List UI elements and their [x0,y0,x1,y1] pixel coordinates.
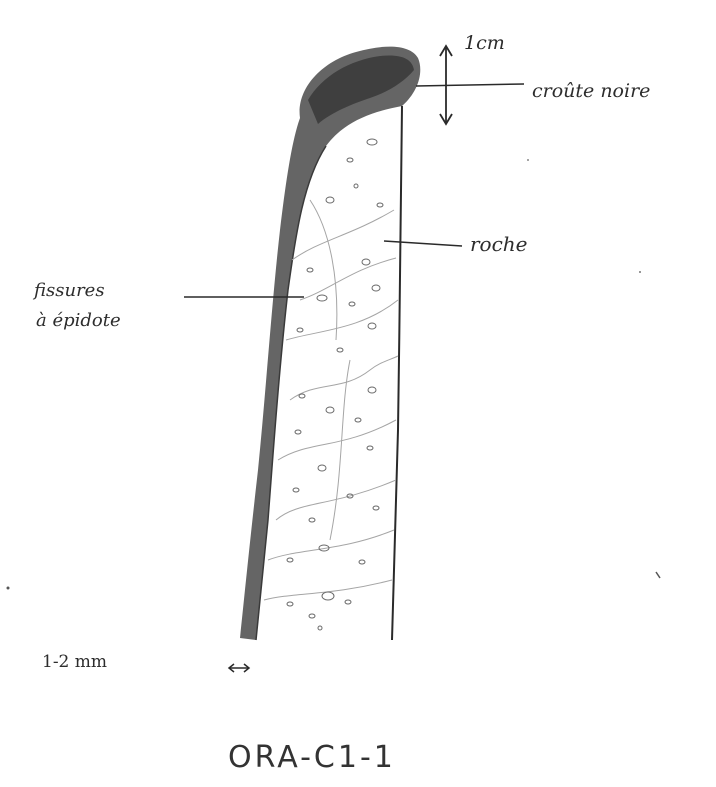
sample-id-label: ORA-C1-1 [228,740,396,775]
rock-right-edge [392,106,402,640]
pencil-dot [527,159,529,161]
rock-label: roche [470,232,528,256]
fissures-label-line1: fissures [34,280,105,301]
crust-leader-line [416,84,524,86]
crust-label: croûte noire [532,80,650,102]
black-crust [240,47,420,640]
pencil-dot [639,271,641,273]
scale-label: 1-2 mm [42,652,107,672]
thickness-label: 1cm [464,32,505,54]
fissures-label-line2: à épidote [36,310,121,331]
pencil-mark [656,572,660,578]
scale-arrow [229,664,249,672]
pencil-dot [7,587,10,590]
rock-leader-line [384,241,462,246]
